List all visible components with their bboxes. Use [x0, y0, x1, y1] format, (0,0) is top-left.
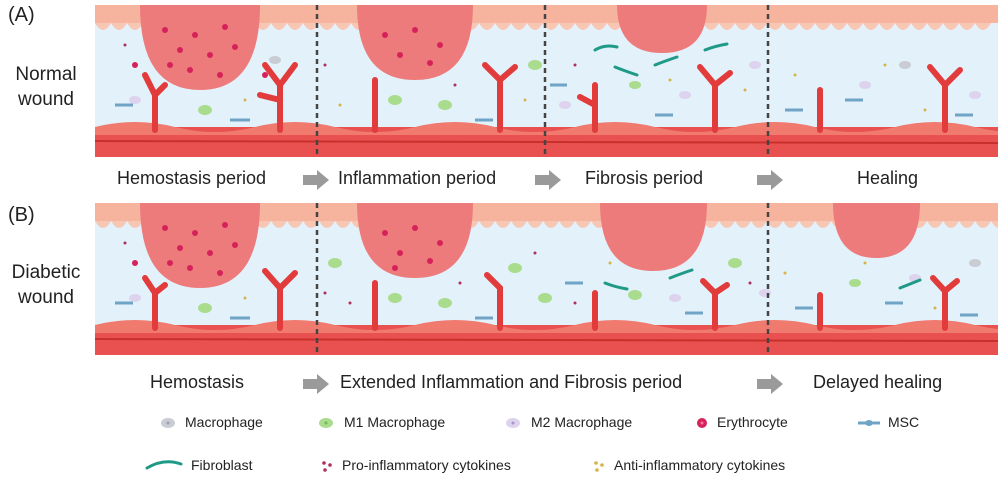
arrow-icon [757, 374, 783, 394]
cells-a [129, 56, 981, 115]
mscs-b [115, 281, 978, 320]
legend-macrophage-label: Macrophage [185, 414, 263, 430]
normal-wound-title-line1: Normal [15, 64, 77, 85]
legend-fibroblast-label: Fibroblast [191, 457, 253, 473]
legend-erythrocyte-label: Erythrocyte [717, 414, 788, 430]
mscs-a [115, 83, 973, 122]
arrow-icon [303, 170, 329, 190]
fibroblasts-b [603, 268, 922, 291]
stage-hemostasis: Hemostasis [150, 372, 245, 392]
erythrocytes-b [132, 222, 443, 276]
cytokines-b [123, 241, 937, 310]
wound-fibrosis-b [600, 203, 707, 271]
anti-cytokine-icon [594, 461, 604, 472]
pro-cytokine-icon [322, 461, 332, 472]
m2-macrophage-icon [506, 418, 520, 428]
wound-fibrosis-a [617, 5, 707, 53]
legend-m2-macrophage-label: M2 Macrophage [531, 414, 633, 430]
stage-extended-inflammation-fibrosis: Extended Inflammation and Fibrosis perio… [340, 372, 683, 392]
stage-delayed-healing: Delayed healing [813, 372, 943, 392]
erythrocyte-icon [697, 418, 707, 428]
legend-pro-inflammatory-cytokines-label: Pro-inflammatory cytokines [342, 457, 511, 473]
stage-fibrosis-period: Fibrosis period [585, 168, 704, 188]
blood-vessels-b [142, 268, 960, 331]
wound-hemostasis-b [140, 203, 260, 288]
stage-healing: Healing [857, 168, 919, 188]
wound-hemostasis-a [140, 5, 260, 90]
stage-hemostasis-period: Hemostasis period [117, 168, 267, 188]
panel-a-label: (A) [8, 4, 35, 26]
macrophage-icon [161, 418, 175, 428]
normal-wound-title-line2: wound [18, 89, 74, 110]
legend-anti-inflammatory-cytokines-label: Anti-inflammatory cytokines [614, 457, 786, 473]
cells-b [129, 258, 981, 313]
blood-vessels-a [142, 62, 963, 133]
normal-wound-title: Normal wound [0, 62, 92, 112]
wound-inflammation-b [357, 203, 473, 278]
diabetic-wound-title-line2: wound [18, 287, 74, 308]
epidermis-wave-a [95, 23, 998, 30]
m1-macrophage-icon [319, 418, 333, 428]
normal-wound-strip [95, 5, 998, 157]
wound-delayed-b [833, 203, 920, 258]
erythrocytes-a [132, 24, 443, 78]
fibroblast-icon [145, 460, 183, 470]
diabetic-wound-title: Diabetic wound [0, 260, 92, 310]
legend-m1-macrophage-label: M1 Macrophage [344, 414, 446, 430]
diabetic-wound-title-line1: Diabetic [11, 262, 81, 283]
panel-b-label: (B) [8, 204, 35, 226]
arrow-icon [535, 170, 561, 190]
diabetic-wound-strip [95, 203, 998, 355]
arrow-icon [757, 170, 783, 190]
msc-icon [858, 420, 880, 426]
epidermis-wave-b [95, 221, 998, 228]
legend-msc-label: MSC [888, 414, 920, 430]
stage-inflammation-period: Inflammation period [338, 168, 497, 188]
cytokines-a [123, 43, 927, 112]
fibroblasts-a [593, 42, 729, 77]
arrow-icon [303, 374, 329, 394]
wound-inflammation-a [357, 5, 473, 80]
